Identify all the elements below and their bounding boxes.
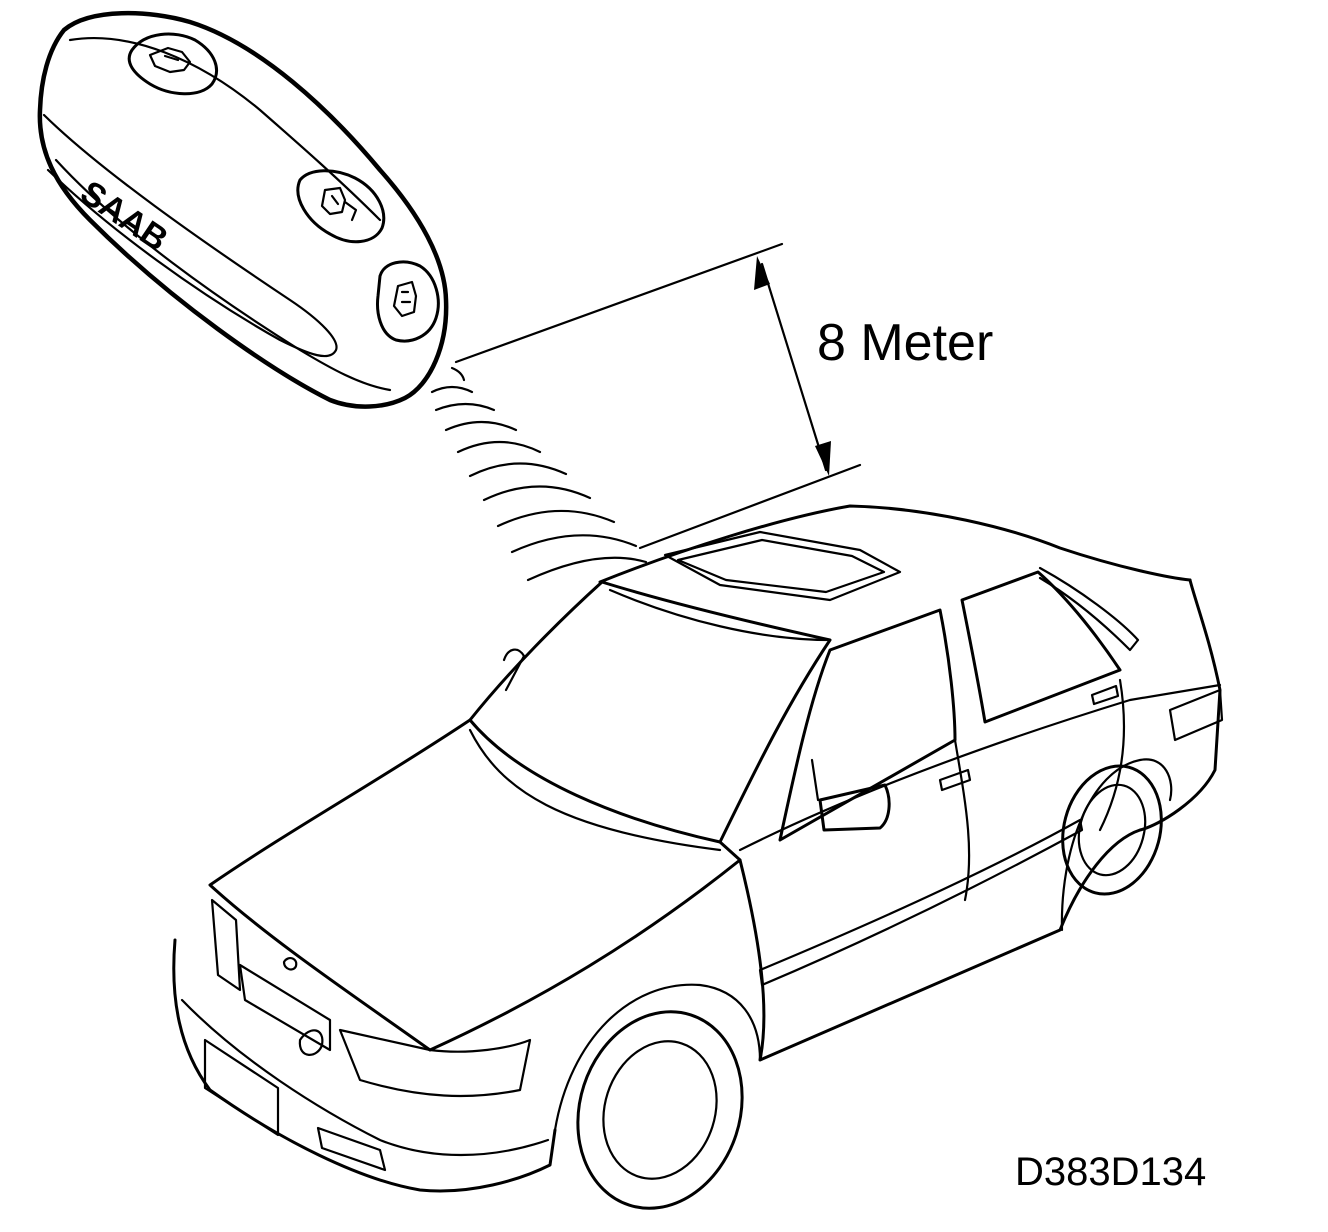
- car-front-door-window: [778, 608, 957, 842]
- distance-arrow-head-bottom: [815, 441, 831, 476]
- dimension-line-upper: [454, 242, 784, 364]
- car-sunroof-inner: [676, 538, 886, 594]
- car-rear-bumper: [1168, 688, 1224, 742]
- distance-arrow-head-top: [754, 256, 770, 290]
- car-side-moulding: [758, 818, 1084, 987]
- car-antenna: [502, 648, 526, 692]
- key-fob-outline: [37, 10, 449, 409]
- car-body-belt-line: [738, 683, 1222, 852]
- car-license-plate: [203, 1038, 280, 1137]
- car-grille: [238, 963, 332, 1052]
- car-rear-wheel: [1060, 758, 1173, 932]
- lock-icon: [392, 280, 418, 318]
- car-rear-quarter: [1038, 566, 1140, 652]
- car-mirror-stem: [810, 758, 820, 802]
- car-hood-crease: [468, 728, 722, 852]
- car-roof: [598, 504, 1192, 584]
- car-windshield-top-trim: [608, 588, 832, 642]
- car-rear-door-window: [960, 570, 1122, 724]
- key-fob: SAAB: [37, 10, 449, 409]
- car-front-wheel-arch: [553, 983, 762, 1132]
- car-front-wheel: [553, 983, 762, 1210]
- distance-label: 8 Meter: [817, 314, 994, 372]
- car-grille-emblem: [298, 1029, 324, 1056]
- trunk-release-icon: [148, 46, 192, 74]
- car-headlight-right: [338, 1028, 532, 1098]
- car-rear-wheel-arch: [1060, 758, 1173, 932]
- figure-code: D383D134: [1015, 1150, 1207, 1194]
- lock-button[interactable]: [376, 260, 440, 343]
- radio-waves-icon: [430, 366, 648, 582]
- key-fob-top-face-edge: [42, 113, 338, 358]
- key-fob-top-ridge: [68, 36, 382, 222]
- car-door-seam-rear: [1098, 678, 1125, 832]
- car-hood: [208, 718, 742, 1052]
- car-windshield: [468, 580, 832, 844]
- car-side-profile: [738, 578, 1222, 1062]
- car-hood-emblem: [282, 956, 298, 971]
- key-fob-side-seam: [54, 158, 392, 392]
- distance-arrow-shaft: [760, 262, 828, 472]
- car-door-handle-rear: [1090, 684, 1120, 706]
- trunk-release-button[interactable]: [127, 32, 218, 96]
- car-door-seam-front: [953, 738, 971, 902]
- distance-dimension: [454, 242, 862, 550]
- car-front-bumper-lower: [180, 998, 550, 1157]
- dimension-line-lower: [638, 463, 862, 550]
- unlock-button[interactable]: [296, 169, 386, 244]
- car-headlight-left: [210, 898, 242, 992]
- unlock-icon: [320, 186, 358, 222]
- car-sunroof: [663, 530, 902, 602]
- car-fog-light: [316, 1126, 387, 1172]
- car-front-bumper: [172, 938, 557, 1193]
- car: [172, 504, 1224, 1210]
- car-door-handle-front: [938, 768, 972, 792]
